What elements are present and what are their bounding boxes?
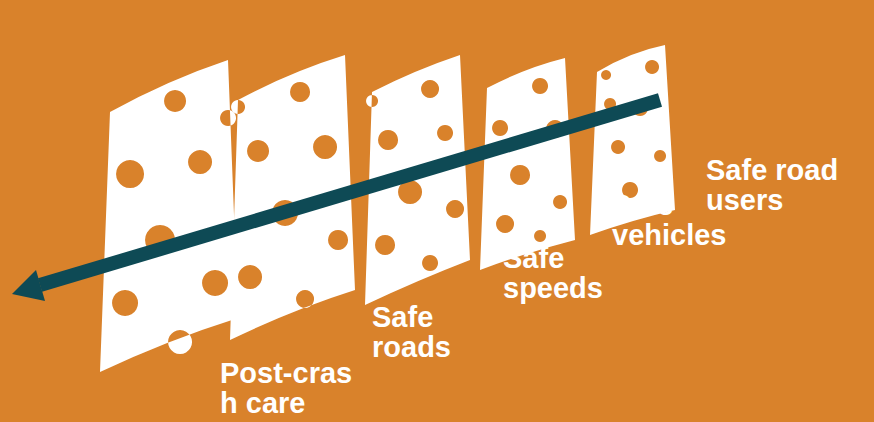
arrow-line xyxy=(40,100,660,285)
cheese-slice xyxy=(100,60,238,372)
cheese-slice xyxy=(480,58,575,270)
slice-label: Safe speeds xyxy=(503,243,623,304)
slice-label: Post-crash care xyxy=(220,358,360,419)
slice-label: Safe road users xyxy=(706,155,866,216)
cheese-slices xyxy=(100,45,675,372)
arrow-head xyxy=(12,270,45,301)
slice-label: Safe roads xyxy=(372,302,477,363)
